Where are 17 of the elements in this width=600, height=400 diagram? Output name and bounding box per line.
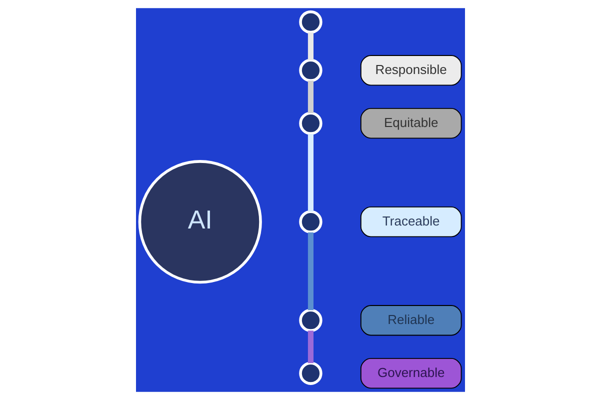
node-box: Equitable <box>360 108 462 139</box>
node-box: Responsible <box>360 55 462 86</box>
connector <box>307 232 314 310</box>
connector <box>307 80 314 114</box>
node-circle <box>298 10 322 34</box>
node-circle <box>298 308 322 332</box>
node-circle <box>298 210 322 234</box>
node-circle <box>298 58 322 82</box>
node-box: Reliable <box>360 305 462 336</box>
node-circle: AI <box>138 160 262 284</box>
node-circle <box>298 112 322 135</box>
node-box: Governable <box>360 358 462 389</box>
connector <box>307 134 314 212</box>
connector <box>307 330 314 364</box>
node-circle <box>298 362 322 385</box>
connector <box>307 32 314 60</box>
node-box: Traceable <box>360 206 462 238</box>
